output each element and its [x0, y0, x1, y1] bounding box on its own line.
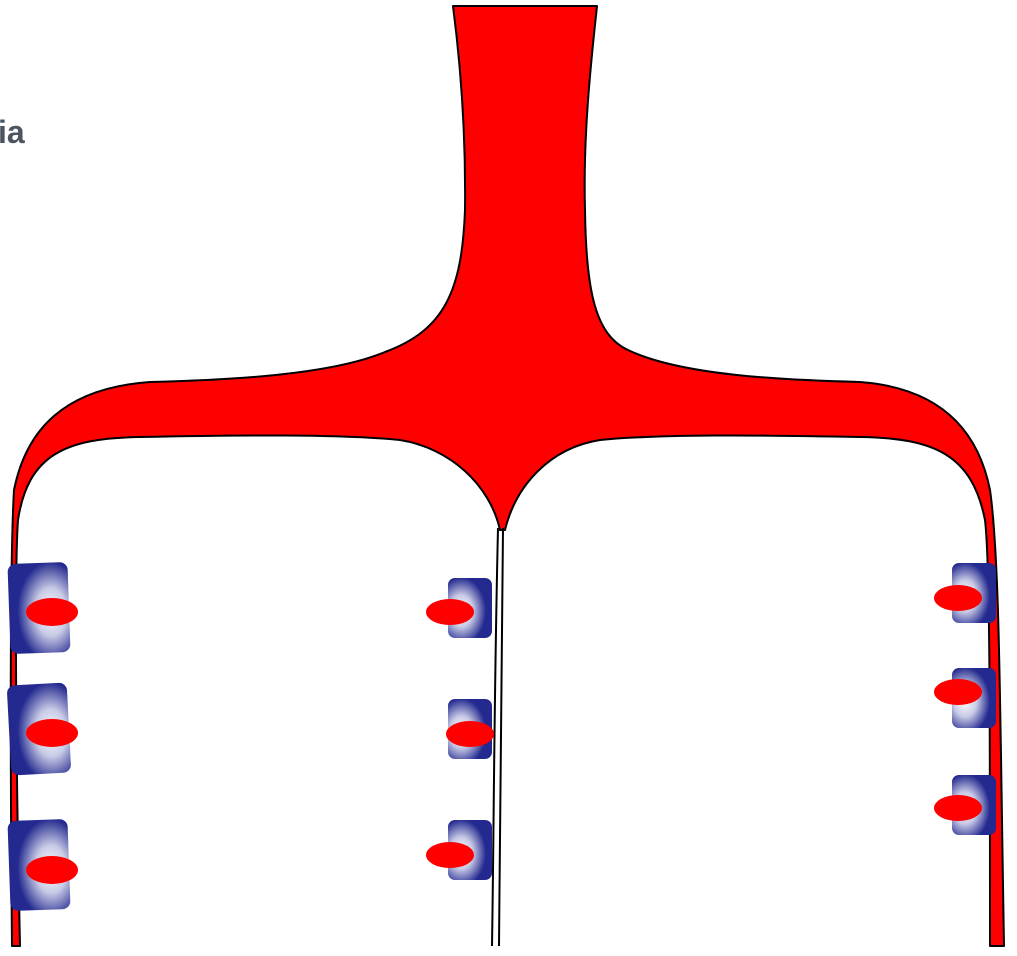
- cell-icon: [7, 682, 78, 775]
- branching-vessel: [11, 6, 1004, 946]
- cell-icon: [7, 819, 78, 911]
- cell-icon: [426, 578, 492, 638]
- cell-icon: [446, 699, 494, 759]
- cell-icon: [934, 668, 996, 728]
- left-wall-cells: [7, 562, 78, 911]
- lumen-wall-line-right: [499, 528, 503, 946]
- cell-icon: [934, 563, 996, 623]
- center-wall-cells: [426, 578, 494, 880]
- right-wall-cells: [934, 563, 996, 835]
- cell-icon: [426, 820, 492, 880]
- cell-icon: [934, 775, 996, 835]
- cell-icon: [7, 562, 78, 654]
